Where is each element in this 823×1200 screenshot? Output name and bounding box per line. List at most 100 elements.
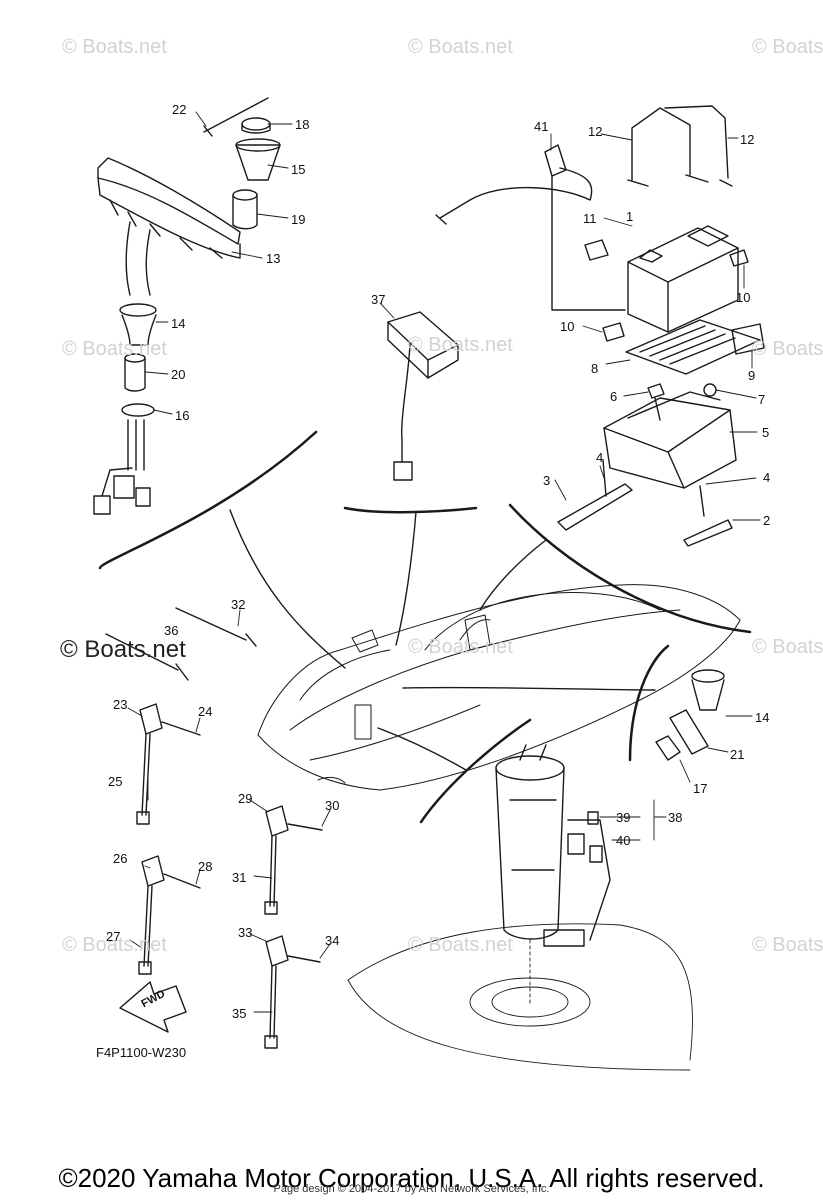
leader-meter [229,509,346,669]
callout-35: 35 [232,1006,247,1021]
callout-37: 37 [371,292,386,307]
callout-11: 11 [583,211,597,226]
watermark-7: © Boats.net [60,636,186,663]
callout-28: 28 [198,859,213,874]
grommet-15 [235,117,281,181]
battery-box-5 [603,391,737,489]
callout-25: 25 [108,774,123,789]
pad-9 [731,323,765,355]
callout-36: 36 [164,623,179,638]
clip-set-29-31 [264,805,323,915]
pad-10-left [602,322,625,342]
watermark-9: © Boats.net [752,636,823,658]
callout-2: 2 [763,513,771,528]
switch-37 [387,311,459,481]
callout-41: 41 [534,119,549,134]
callout-24: 24 [198,704,213,719]
battery-mat-8 [625,319,761,375]
page-design-notice: Page design © 2004-2017 by ARI Network S… [273,1183,550,1195]
battery-strap-12 [627,105,733,187]
battery [627,225,739,333]
harness-meter [93,419,151,515]
callout-16: 16 [175,408,190,423]
clamp-16 [121,403,155,417]
callout-26: 26 [113,851,128,866]
callout-12-right: 12 [740,132,755,147]
watermark-11: © Boats.net [408,934,513,956]
callout-39: 39 [616,810,631,825]
callout-3: 3 [543,473,551,488]
sleeve-21 [669,709,709,755]
leader-switch [395,511,417,646]
collar-19 [232,189,258,230]
bolt-4-right [699,485,705,517]
callout-23: 23 [113,697,128,712]
watermark-10: © Boats.net [62,934,167,956]
callout-1: 1 [626,209,634,224]
callout-8: 8 [591,361,599,376]
bracket-switch-group [343,506,478,514]
watercraft-outline [257,584,741,791]
callout-14-right: 14 [755,710,770,725]
fuel-pump-38 [495,744,611,947]
callout-30: 30 [325,798,340,813]
watermark-6: © Boats.net [752,338,823,360]
callout-31: 31 [232,870,247,885]
grommet-14-right [691,669,725,711]
bolt-4-left [602,459,607,497]
callout-10-right: 10 [736,290,751,305]
clip-set-33-35 [264,935,321,1049]
callout-34: 34 [325,933,340,948]
bracket-3 [557,483,633,531]
callout-15: 15 [291,162,306,177]
nut-7 [703,383,717,397]
watermark-3: © Boats.net [752,36,823,58]
cable-tie-32 [175,607,257,647]
callout-33: 33 [238,925,253,940]
bolt-6 [647,383,665,421]
fwd-arrow [119,981,187,1033]
diagram-code: F4P1100-W230 [96,1045,187,1060]
watermark-2: © Boats.net [408,36,513,58]
watermark-4: © Boats.net [62,338,167,360]
callout-4-left: 4 [596,450,604,465]
pad-11 [584,239,609,261]
callout-27: 27 [106,929,121,944]
callout-13: 13 [266,251,281,266]
bracket-right-group [628,644,670,762]
copyright-notice: ©2020 Yamaha Motor Corporation, U.S.A. A… [58,1163,765,1193]
callout-19: 19 [291,212,306,227]
hull-deck-outline [347,923,693,1071]
cable-tie-36 [105,633,189,681]
callout-20: 20 [171,367,186,382]
callout-9: 9 [748,368,756,383]
callout-6: 6 [610,389,618,404]
callout-32: 32 [231,597,246,612]
grommet-14-left [119,303,157,346]
callout-38: 38 [668,810,683,825]
callout-4-right: 4 [763,470,771,485]
watermark-1: © Boats.net [62,36,167,58]
callout-40: 40 [616,833,631,848]
meter-unit [97,157,241,296]
callout-leaders [127,111,761,1013]
leader-right [402,686,656,691]
callout-21: 21 [730,747,745,762]
cable-41 [435,144,626,311]
callout-29: 29 [238,791,253,806]
cable-tie-22 [203,97,269,137]
callout-18: 18 [295,117,310,132]
leader-battery [479,539,547,611]
bracket-2 [683,519,733,547]
clip-set-26-28 [138,855,201,975]
cap-17 [655,735,681,761]
clip-set-23-25 [136,703,201,825]
watermark-8: © Boats.net [408,636,513,658]
pad-10-right [729,249,749,267]
callout-22: 22 [172,102,187,117]
callout-5: 5 [762,425,770,440]
bracket-fuel-group [419,718,532,824]
bracket-meter-group [98,430,318,570]
watermark-5: © Boats.net [408,334,513,356]
